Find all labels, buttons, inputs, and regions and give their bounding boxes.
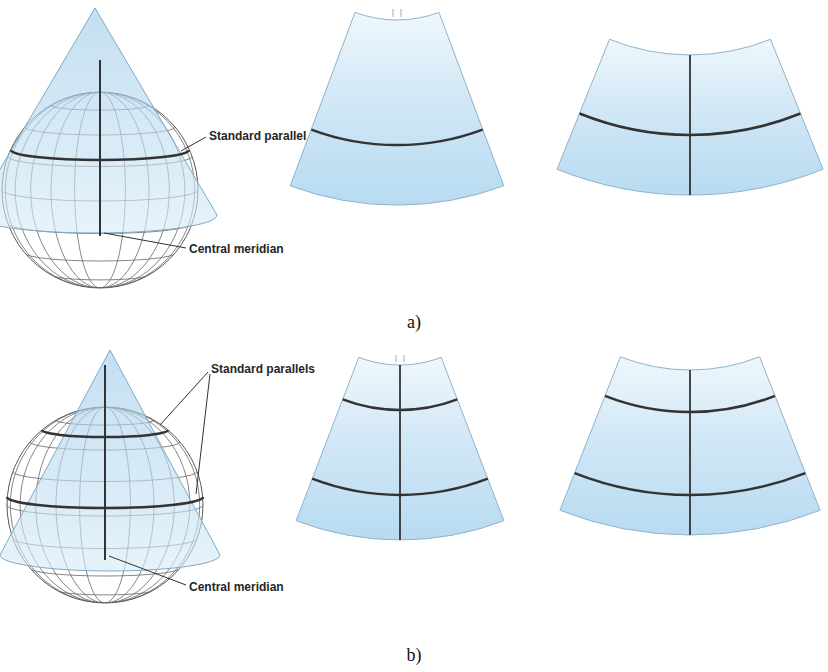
callout-label: Central meridian: [189, 242, 284, 256]
callout-label: Central meridian: [189, 580, 284, 594]
callout-label: Standard parallels: [211, 362, 315, 376]
panel-label: b): [407, 645, 422, 665]
panel-label: a): [407, 312, 421, 332]
callout-label: Standard parallel: [209, 129, 306, 143]
